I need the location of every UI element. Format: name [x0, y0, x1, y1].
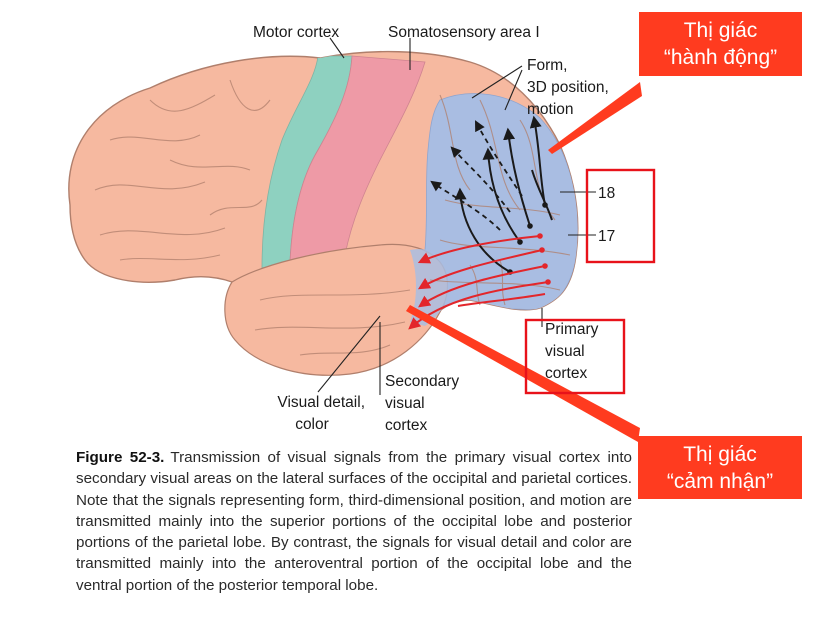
label-3d-position: 3D position, — [527, 79, 609, 96]
primary-visual-box — [524, 318, 626, 395]
area-18-17-box — [585, 168, 656, 264]
label-secondary-visual: visual — [385, 395, 425, 412]
label-primary: Primary — [545, 321, 599, 338]
caption-text: Transmission of visual signals from the … — [76, 449, 633, 594]
callout-perception-vision: Thị giác “cảm nhận” — [638, 436, 802, 499]
label-motor-cortex: Motor cortex — [253, 24, 339, 41]
callout-action-line1: Thị giác — [683, 19, 758, 42]
label-area-17: 17 — [598, 228, 615, 245]
dashed-arrows — [430, 120, 523, 231]
figure-caption: Figure 52-3.Transmission of visual signa… — [76, 447, 632, 596]
callout-action-vision: Thị giác “hành động” — [639, 12, 802, 76]
callout-perception-line1: Thị giác — [683, 443, 757, 466]
solid-arrows — [454, 115, 553, 273]
temporal-lobe — [224, 243, 449, 376]
red-arrow-dots — [537, 233, 551, 285]
label-area-18: 18 — [598, 185, 615, 202]
label-color: color — [295, 416, 329, 433]
gyri-lines — [94, 79, 571, 356]
label-somatosensory: Somatosensory area I — [388, 24, 540, 41]
figure-label: Figure 52-3. — [76, 449, 165, 466]
callout-bottom-pointer — [406, 305, 640, 442]
label-form: Form, — [527, 57, 567, 74]
callout-pointers — [406, 82, 642, 442]
leader-lines — [317, 37, 596, 395]
callout-top-pointer — [548, 82, 642, 154]
label-visual-detail: Visual detail, — [277, 394, 365, 411]
label-secondary-cortex: cortex — [385, 417, 427, 434]
label-primary-cortex: cortex — [545, 365, 587, 382]
label-secondary: Secondary — [385, 373, 459, 390]
callout-action-line2: “hành động” — [663, 46, 778, 69]
callout-perception-line2: “cảm nhận” — [666, 470, 774, 493]
label-primary-visual: visual — [545, 343, 585, 360]
label-motion: motion — [527, 101, 574, 118]
